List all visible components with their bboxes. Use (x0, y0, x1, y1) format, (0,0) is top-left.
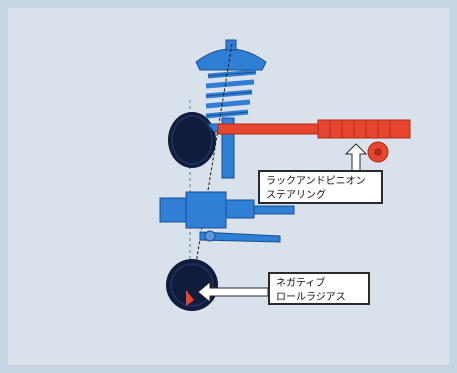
roll-callout-arrow (197, 280, 269, 304)
upper-tire-icon (168, 112, 216, 168)
pinion-gear-icon (367, 141, 389, 163)
hub-knuckle-assembly (159, 191, 295, 243)
steering-callout-line2: ステアリング (266, 190, 326, 201)
roll-callout-line2: ロールラジアス (276, 292, 346, 303)
steering-callout-line1: ラックアンドピニオン (266, 176, 366, 187)
roll-center-marker (186, 290, 194, 306)
roll-radius-callout-label: ネガティブ ロールラジアス (268, 272, 370, 305)
steering-rack-icon (217, 119, 411, 139)
steering-callout-label: ラックアンドピニオン ステアリング (258, 170, 383, 204)
roll-callout-line1: ネガティブ (276, 278, 326, 289)
